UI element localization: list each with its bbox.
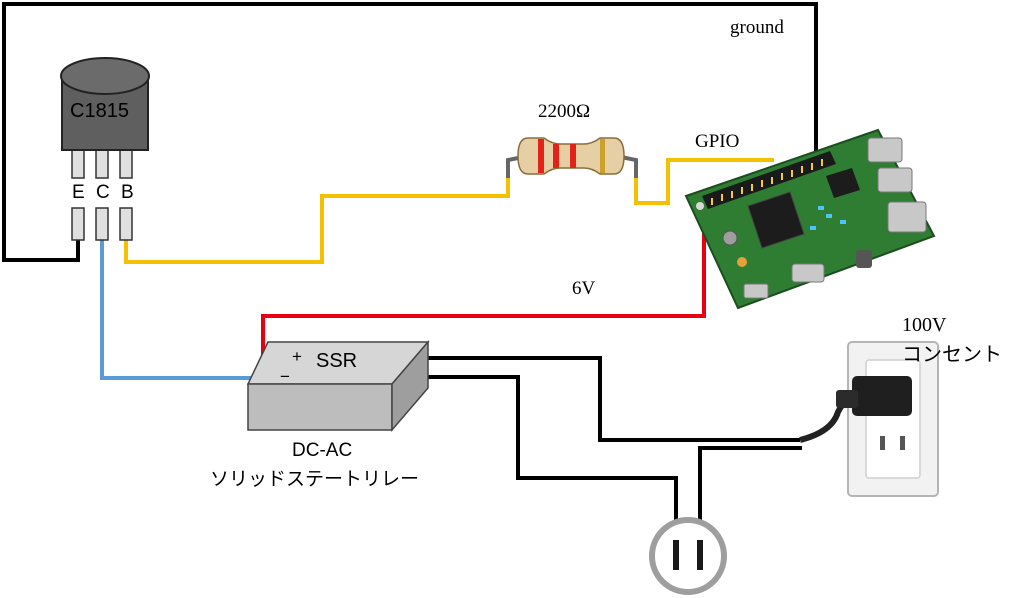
gpio-pins — [711, 159, 823, 205]
load-socket-slot-right — [697, 540, 703, 570]
capacitor-2 — [737, 257, 747, 267]
pin-b-label: B — [121, 182, 134, 203]
ssr-plus-label: + — [292, 347, 302, 366]
pin-b-lower — [119, 207, 133, 241]
audio-jack — [856, 250, 872, 268]
pin-c-upper — [95, 149, 109, 179]
resistor-to-gpio-wire — [634, 158, 774, 205]
pin-e-label: E — [72, 182, 85, 203]
hdmi-port — [791, 263, 825, 283]
outlet-slot-lower-left — [880, 436, 885, 450]
usb-port-2 — [877, 167, 913, 193]
ethernet-port — [887, 201, 927, 233]
pin-e-lower — [71, 207, 85, 241]
six-volt-wire — [261, 195, 706, 362]
power-plug — [799, 376, 912, 443]
outlet-name-label: コンセント — [902, 344, 1002, 366]
load-socket — [649, 517, 727, 595]
ssr-ac-wire-to-outlet — [400, 356, 800, 442]
gpio-header — [702, 151, 836, 209]
plug-body — [852, 376, 912, 416]
cpu-chip — [747, 191, 805, 249]
relay-line1-label: DC-AC — [292, 440, 353, 461]
pin-c-label: C — [96, 182, 110, 203]
outlet-slot-lower-right — [900, 436, 905, 450]
load-socket-slot-left — [673, 540, 679, 570]
power-port — [743, 283, 769, 299]
resistor-band-3 — [570, 144, 576, 168]
outlet-voltage-label: 100V — [902, 314, 947, 336]
resistor-band-1 — [538, 139, 544, 173]
plug-boot — [836, 390, 858, 408]
smd-components — [810, 206, 846, 230]
capacitor-1 — [722, 230, 738, 246]
secondary-chip — [826, 168, 860, 198]
resistor — [506, 137, 638, 178]
transistor-c1815 — [60, 57, 150, 241]
transistor-model-label: C1815 — [70, 100, 129, 122]
collector-to-ssr-wire — [100, 238, 278, 380]
ground-label: ground — [730, 17, 784, 38]
raspberry-pi-board — [684, 128, 936, 310]
ssr-ac-wire-to-load-left — [378, 375, 678, 540]
ssr-side-face — [391, 339, 429, 433]
resistor-band-4 — [600, 139, 605, 173]
transistor-top — [60, 57, 150, 95]
ground-wire — [2, 2, 818, 262]
resistor-band-2 — [553, 144, 559, 168]
base-to-resistor-wire — [124, 178, 510, 264]
gpio-label: GPIO — [695, 131, 740, 152]
usb-port-1 — [867, 137, 903, 163]
load-socket-ring — [649, 517, 727, 595]
relay-line2-label: ソリッドステートリレー — [210, 469, 420, 490]
ssr-name-label: SSR — [316, 350, 358, 372]
pin-c-lower — [95, 207, 109, 241]
resistor-value-label: 2200Ω — [538, 101, 591, 122]
outlet-to-load-right-wire — [698, 446, 802, 540]
mounting-hole — [696, 202, 704, 210]
ssr-box — [246, 339, 430, 433]
six-volt-label: 6V — [572, 278, 596, 299]
pin-e-upper — [71, 149, 85, 179]
ssr-front-face — [247, 383, 393, 431]
ssr-minus-label: − — [280, 367, 290, 386]
pcb — [684, 128, 936, 310]
pin-b-upper — [119, 149, 133, 179]
